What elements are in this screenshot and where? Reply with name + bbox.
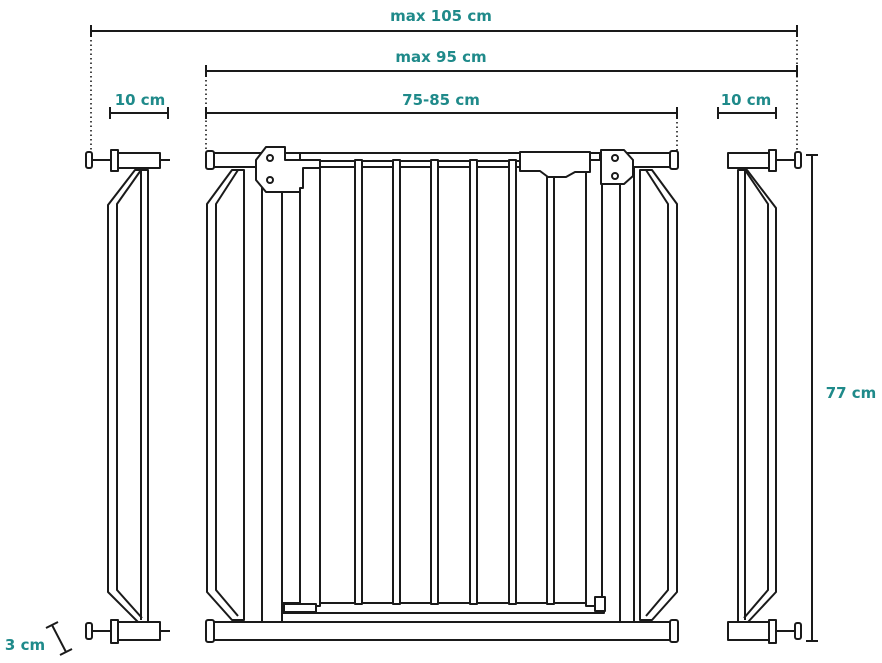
door-bar	[354, 159, 363, 605]
door-bar	[508, 159, 517, 605]
label-extension-left: 10 cm	[115, 91, 166, 109]
dim-line-ext-left	[109, 107, 169, 119]
dim-line-max-95	[205, 65, 798, 77]
latch-handle[interactable]	[519, 151, 591, 178]
bolt-bottom-right	[727, 619, 802, 644]
label-adjuster: 3 cm	[5, 636, 45, 654]
door-bar	[430, 159, 439, 605]
dim-line-adjuster	[45, 621, 73, 656]
hinge-left	[255, 146, 321, 193]
label-extension-right: 10 cm	[721, 91, 772, 109]
bolt-top-left	[85, 149, 170, 172]
dim-line-max-105	[90, 25, 798, 37]
dotted-guides	[90, 31, 798, 152]
dim-line-height	[806, 154, 818, 642]
gate-door[interactable]	[281, 152, 606, 614]
hinge-right	[600, 149, 634, 185]
door-bar	[469, 159, 478, 605]
right-extension	[727, 149, 802, 644]
label-height: 77 cm	[826, 384, 877, 402]
label-75-85: 75-85 cm	[402, 91, 480, 109]
door-bar	[392, 159, 401, 605]
dim-line-ext-right	[717, 107, 777, 119]
door-bar	[546, 159, 555, 605]
bolt-bottom-left	[85, 619, 170, 644]
left-extension	[85, 149, 170, 644]
label-max-95: max 95 cm	[395, 48, 486, 66]
gate-frame	[205, 150, 679, 643]
bolt-top-right	[727, 149, 802, 172]
label-max-105: max 105 cm	[390, 7, 492, 25]
